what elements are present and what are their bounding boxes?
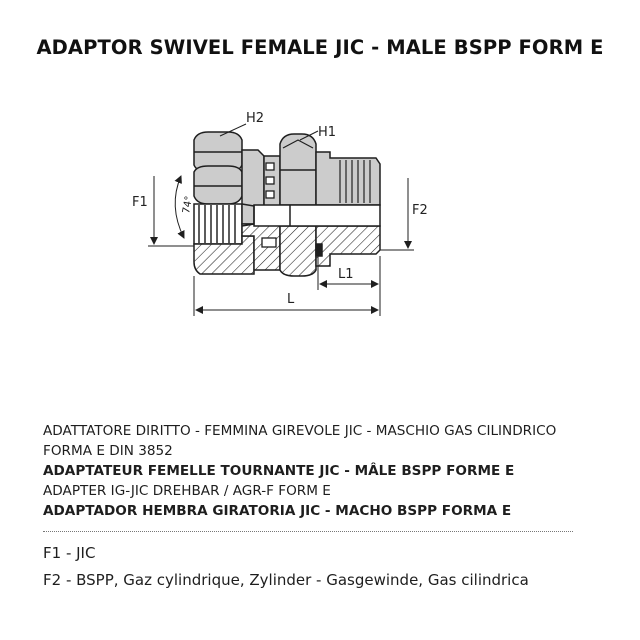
label-h2: H2: [246, 111, 264, 126]
description-spanish: ADAPTADOR HEMBRA GIRATORIA JIC - MACHO B…: [43, 503, 512, 519]
spec-f2: F2 - BSPP, Gaz cylindrique, Zylinder - G…: [43, 571, 529, 589]
dotted-divider: [43, 531, 573, 532]
description-french: ADAPTATEUR FEMELLE TOURNANTE JIC - MÂLE …: [43, 463, 515, 479]
fitting-technical-drawing: H2 H1 F1 F2 74° L1 L: [132, 111, 428, 316]
label-l: L: [287, 292, 295, 307]
body-hex-h1: [279, 133, 317, 277]
spec-f1: F1 - JIC: [43, 544, 96, 562]
label-f2: F2: [412, 203, 428, 218]
description-block: ADATTATORE DIRITTO - FEMMINA GIREVOLE JI…: [43, 421, 603, 521]
specs-block: F1 - JIC F2 - BSPP, Gaz cylindrique, Zyl…: [43, 540, 603, 594]
label-angle: 74°: [181, 195, 195, 214]
description-italian: ADATTATORE DIRITTO - FEMMINA GIREVOLE JI…: [43, 423, 557, 439]
label-l1: L1: [338, 267, 354, 282]
description-italian-cont: FORMA E DIN 3852: [43, 443, 173, 459]
dimension-lines: [148, 123, 414, 316]
label-f1: F1: [132, 195, 148, 210]
page-title: ADAPTOR SWIVEL FEMALE JIC - MALE BSPP FO…: [36, 36, 604, 59]
male-thread-body: [315, 151, 381, 267]
central-bore: [241, 203, 381, 227]
description-german: ADAPTER IG-JIC DREHBAR / AGR-F FORM E: [43, 483, 331, 499]
label-h1: H1: [318, 125, 336, 140]
